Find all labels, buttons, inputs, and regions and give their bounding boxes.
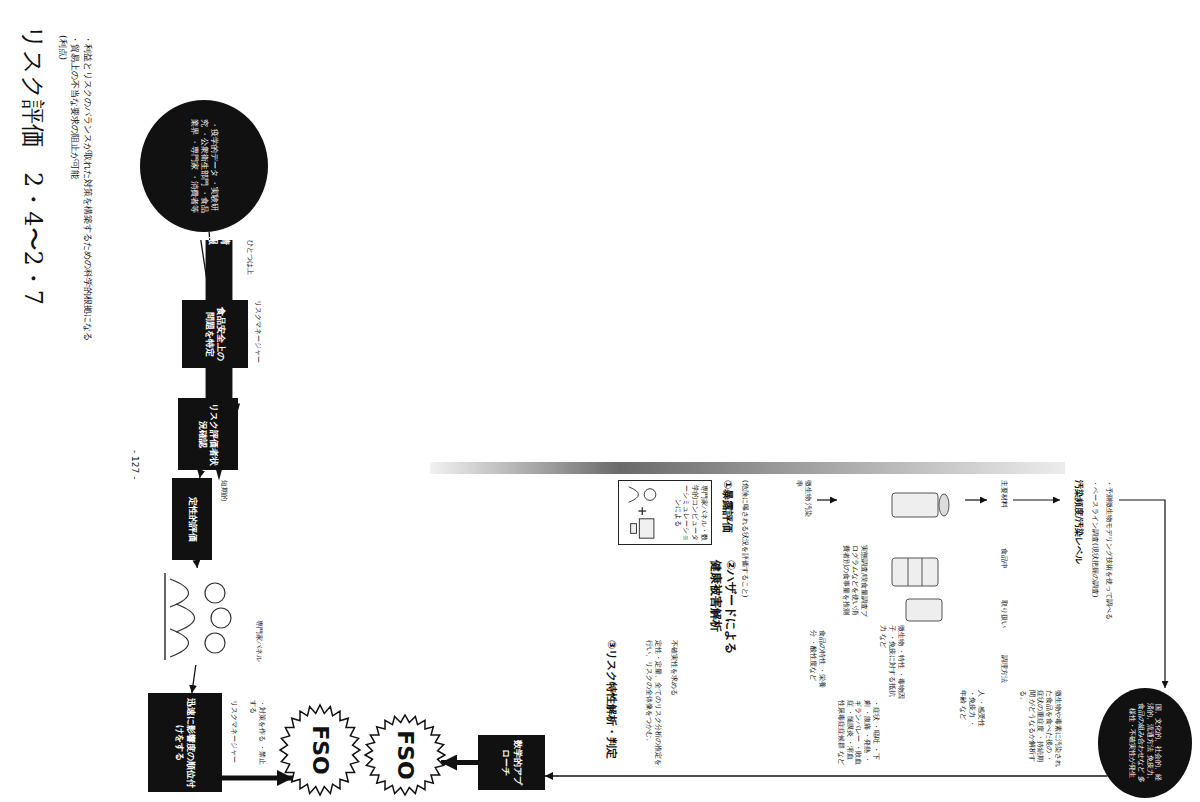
process-box: 食品安全上の問題を特定 [182, 300, 248, 368]
annotation-text: ③リスク特性解析・判定 [604, 640, 618, 766]
annotation-text: ・症状 ・嘔吐 ・下痢 ・腹痛 ・発熱 ・ギランバレー ・敗血症 ・髄膜炎 ・溶… [836, 700, 880, 766]
annotation-text: リスクマネージャー [229, 700, 238, 772]
person-body [170, 629, 189, 657]
person-body [176, 604, 195, 632]
connector [441, 760, 478, 765]
annotation-text: 調理方法 [999, 655, 1008, 690]
flow-arrow [817, 499, 837, 500]
tray-icon [908, 558, 909, 586]
leader-arrow [1119, 500, 1165, 688]
starburst-shape [280, 705, 360, 795]
annotation-text: 微生物や毒素に汚染された食品を食べた後の ・症状の重症度 ・持続期間 がどうなる… [1018, 690, 1062, 768]
annotation-text: 取り扱い [999, 600, 1008, 642]
annotation-text: 短期的 [219, 480, 228, 522]
process-box: リスク評価者状況確認 [178, 398, 238, 470]
annotation-text: ②ハザードによる健康被害解析 [708, 560, 738, 662]
ellipse-shape [140, 100, 268, 232]
fso-burst: FSO [365, 715, 445, 795]
person-head [644, 489, 656, 501]
annotation-text: 不確実性を求める [669, 640, 678, 712]
node-text: リスク評価者状況確認 [197, 402, 220, 466]
node-text: 定性的評価 [186, 497, 197, 542]
process-box: 数学的アプローチ [478, 735, 545, 790]
page-title: リスク評価 2・4〜2・7 [18, 25, 48, 340]
node-text: FSO [391, 730, 419, 780]
node-text: 専門家パネル・数学的コンピューターシミュレーションによる [673, 484, 708, 541]
annotation-text: 人 ・感受性 ・免疫力 ・年齢 など [959, 690, 985, 732]
person-head [205, 583, 225, 603]
annotation-text: 定性・定量、全てのリスク分析の推定を行い、リスクの全体像をつかむ。 [645, 640, 663, 766]
node-text: 国、文化的、社会的、経済的、流通方法 免疫力、食品の組み合わせなど 多様性・不確… [1128, 702, 1163, 783]
node-text: 食品安全上の問題を特定 [204, 304, 227, 364]
process-box: 迅速に影響度の順位付けをする [148, 693, 222, 792]
node-outline [140, 568, 265, 665]
annotation-text: ひとつは上 [245, 240, 254, 292]
connector [196, 560, 198, 568]
annotation-text: 食品中 [999, 548, 1008, 582]
node-text: 情報 [207, 235, 232, 245]
annotation-text: 微生物 汚染率 [795, 480, 813, 520]
ellipse-shape [1098, 688, 1192, 798]
annotation-text: 微生物 ・特性 ・毒物因子 ・免疫に対する抵抗力 など [879, 625, 905, 700]
flow-arrow [1013, 499, 1060, 500]
source-ellipse: ・疫学的データ ・実験研究 ・公衆衛生部門 ・食品業界 ・専門家 ・消費者等 [140, 100, 268, 232]
simulation-box: 専門家パネル・数学的コンピューターシミュレーションによる [618, 480, 712, 545]
node-text: 迅速に影響度の順位付けをする [174, 697, 197, 788]
annotation-text: ・貿易上の不当な要求の阻止が可能 [69, 35, 80, 320]
expert-panel: 専門家パネル [140, 568, 265, 665]
annotation-text: ・対策を作る ・禁止する [249, 700, 267, 772]
connector [545, 775, 1107, 776]
annotation-text: 汚染頻度/汚染レベル [1073, 480, 1084, 582]
food-icon [939, 494, 949, 516]
person-head [205, 633, 225, 653]
annotation-text: (利点) [57, 35, 68, 120]
annotation-text: (危険に曝される状況を評価すること) [740, 480, 749, 612]
starburst-shape [365, 715, 445, 795]
annotation-text: ①暴露評価 [720, 480, 734, 548]
annotation-text: 主要材料 [999, 480, 1008, 526]
annotation-text: リスクマネージャー [253, 300, 262, 372]
node-text: ・疫学的データ ・実験研究 ・公衆衛生部門 ・食品業界 ・専門家 ・消費者等 [189, 117, 219, 215]
gradient-bar [430, 462, 1065, 474]
person-body [170, 579, 189, 607]
handling-icon [906, 599, 942, 621]
tray-icon [892, 558, 938, 586]
tray-icon [922, 558, 923, 586]
computer-icon [631, 524, 637, 534]
node-text: FSO [306, 725, 334, 775]
table-line [164, 573, 166, 660]
annotation-text: ・予測微生物モデリング技術を使って調べる [1104, 480, 1113, 682]
factor-ellipse: 国、文化的、社会的、経済的、流通方法 免疫力、食品の組み合わせなど 多様性・不確… [1098, 688, 1192, 798]
computer-icon [639, 519, 654, 538]
annotation-text: ・利益とリスクのバランスが取れた対策を構築するための科学的根拠になる [82, 35, 93, 430]
fso-burst: FSO [280, 705, 360, 795]
person-head [211, 608, 231, 628]
plus-symbol [638, 510, 646, 511]
person-body [629, 487, 639, 503]
node-text: 数学的アプローチ [500, 739, 523, 786]
annotation-text: 実態調査/喫食量調査プログラムなどを使い消費者別の食事量を推測 [842, 545, 868, 620]
annotation-text: 食品の特性 ・栄養分 ・酸性度など [809, 630, 827, 695]
food-icon [892, 493, 938, 517]
flow-arrow [965, 499, 987, 500]
connector [222, 776, 293, 781]
connector [200, 470, 202, 478]
annotation-text: - 127 - [129, 450, 140, 530]
connector [192, 665, 196, 693]
process-box: 定性的評価 [172, 478, 212, 560]
annotation-text: ・ベースライン調査(現状把握の調査) [1090, 480, 1099, 652]
node-text: 専門家パネル [254, 620, 263, 662]
